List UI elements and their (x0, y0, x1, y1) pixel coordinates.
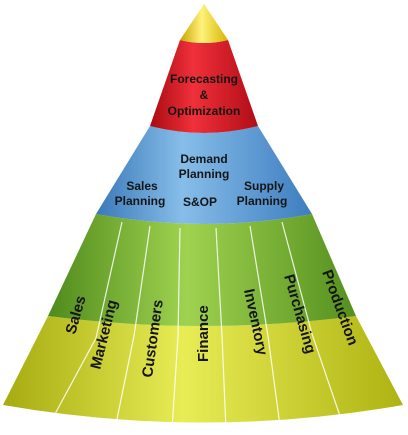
demand-planning-line1: Demand (180, 152, 227, 166)
pyramid-tip (180, 4, 228, 43)
sales-planning-line2: Planning (115, 194, 166, 208)
function-finance: Finance (195, 305, 212, 362)
bottom-tier-upper (48, 214, 356, 326)
top-line2: & (200, 88, 209, 102)
bottom-tier-lower (3, 316, 403, 423)
top-tier (150, 40, 258, 133)
top-line3: Optimization (168, 104, 241, 118)
sop-label: S&OP (183, 195, 217, 209)
demand-planning-line2: Planning (179, 167, 230, 181)
top-line1: Forecasting (170, 72, 238, 86)
function-dividers (54, 221, 341, 431)
sales-planning-line1: Sales (126, 179, 158, 193)
middle-tier (96, 126, 312, 224)
supply-planning-line2: Planning (237, 194, 288, 208)
supply-planning-line1: Supply (244, 179, 284, 193)
